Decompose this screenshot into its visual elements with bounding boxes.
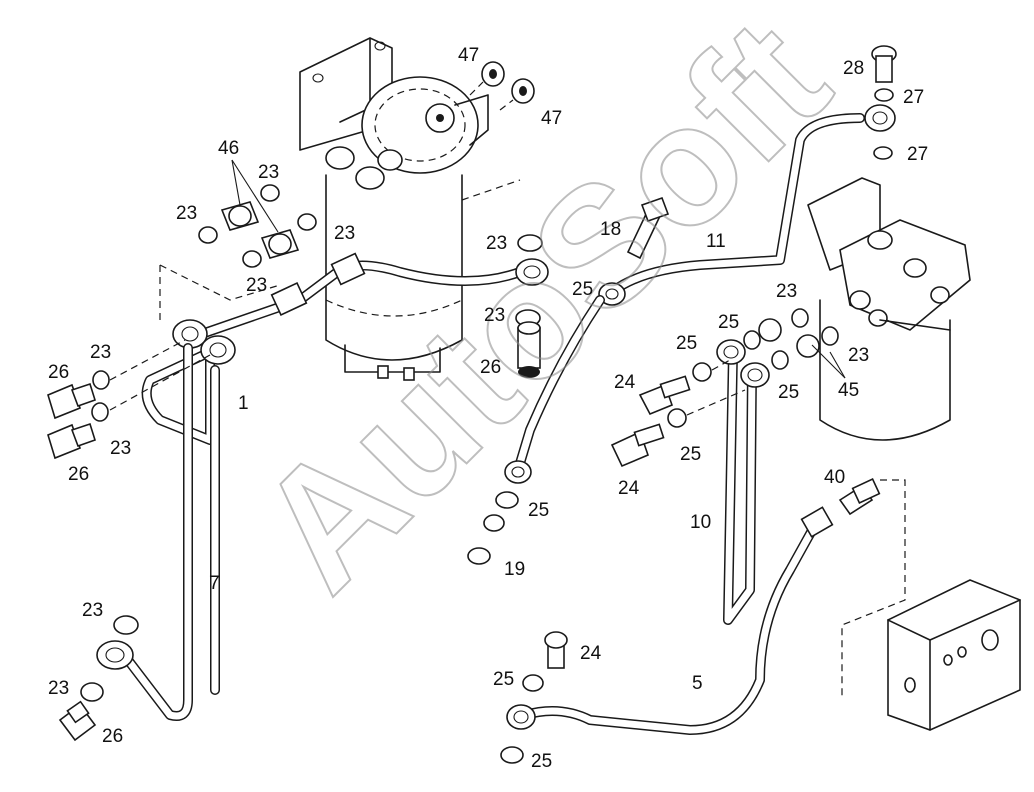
callout-24: 24 <box>618 478 640 499</box>
callout-27: 27 <box>907 144 928 165</box>
callout-11: 11 <box>706 231 726 252</box>
callout-23: 23 <box>110 438 131 459</box>
callout-23: 23 <box>484 305 505 326</box>
fuel-filter-left <box>299 37 521 381</box>
part-26-bolts-left <box>47 339 211 742</box>
callout-26: 26 <box>68 464 89 485</box>
pipe-5 <box>500 506 834 764</box>
callout-24: 24 <box>614 372 636 393</box>
pipe-loop-1 <box>141 319 236 445</box>
callout-23: 23 <box>246 275 267 296</box>
callout-5: 5 <box>692 673 703 694</box>
callout-26: 26 <box>480 357 501 378</box>
part-26-banjo-center <box>515 234 543 378</box>
callout-23: 23 <box>48 678 69 699</box>
callout-1: 1 <box>238 393 249 414</box>
callout-27: 27 <box>903 87 924 108</box>
callout-24: 24 <box>580 643 602 664</box>
callout-25: 25 <box>718 312 739 333</box>
callout-46: 46 <box>218 138 239 159</box>
part-46-banjo-bolts <box>159 184 317 320</box>
callout-23: 23 <box>776 281 797 302</box>
callout-10: 10 <box>690 512 711 533</box>
callout-23: 23 <box>258 162 279 183</box>
part-45-fittings <box>743 308 839 370</box>
callout-23: 23 <box>486 233 507 254</box>
part-47-plugs <box>469 61 535 111</box>
pump-block <box>887 579 1021 731</box>
callout-40: 40 <box>824 467 845 488</box>
pipe-11 <box>598 104 896 306</box>
watermark-text: AutoSoft <box>222 0 864 626</box>
callout-23: 23 <box>334 223 355 244</box>
callout-23: 23 <box>848 345 869 366</box>
callout-7: 7 <box>209 573 220 594</box>
callout-25: 25 <box>778 382 799 403</box>
pipe-10 <box>716 339 770 625</box>
callout-25: 25 <box>572 279 593 300</box>
callout-28: 28 <box>843 58 864 79</box>
callout-25: 25 <box>493 669 514 690</box>
callout-23: 23 <box>90 342 111 363</box>
callout-23: 23 <box>82 600 103 621</box>
pipe-center-down <box>467 295 605 565</box>
callout-23: 23 <box>176 203 197 224</box>
pipe-1 <box>185 252 549 343</box>
callout-47: 47 <box>458 45 479 66</box>
callout-25: 25 <box>676 333 697 354</box>
fuel-filter-right <box>807 45 971 441</box>
part-24-bolts-right <box>610 359 746 468</box>
part-18-fitting <box>626 196 670 260</box>
callout-26: 26 <box>102 726 123 747</box>
callout-26: 26 <box>48 362 69 383</box>
callout-45: 45 <box>838 380 859 401</box>
callout-18: 18 <box>600 219 621 240</box>
callout-25: 25 <box>528 500 549 521</box>
callout-47: 47 <box>541 108 562 129</box>
part-40-connector <box>838 478 906 700</box>
callout-labels: 47 47 46 23 23 23 23 23 23 23 23 23 23 2… <box>48 45 928 772</box>
pipe-7 <box>96 343 220 721</box>
callout-19: 19 <box>504 559 525 580</box>
callout-25: 25 <box>531 751 552 772</box>
callout-25: 25 <box>680 444 701 465</box>
leader-lines <box>231 159 846 379</box>
